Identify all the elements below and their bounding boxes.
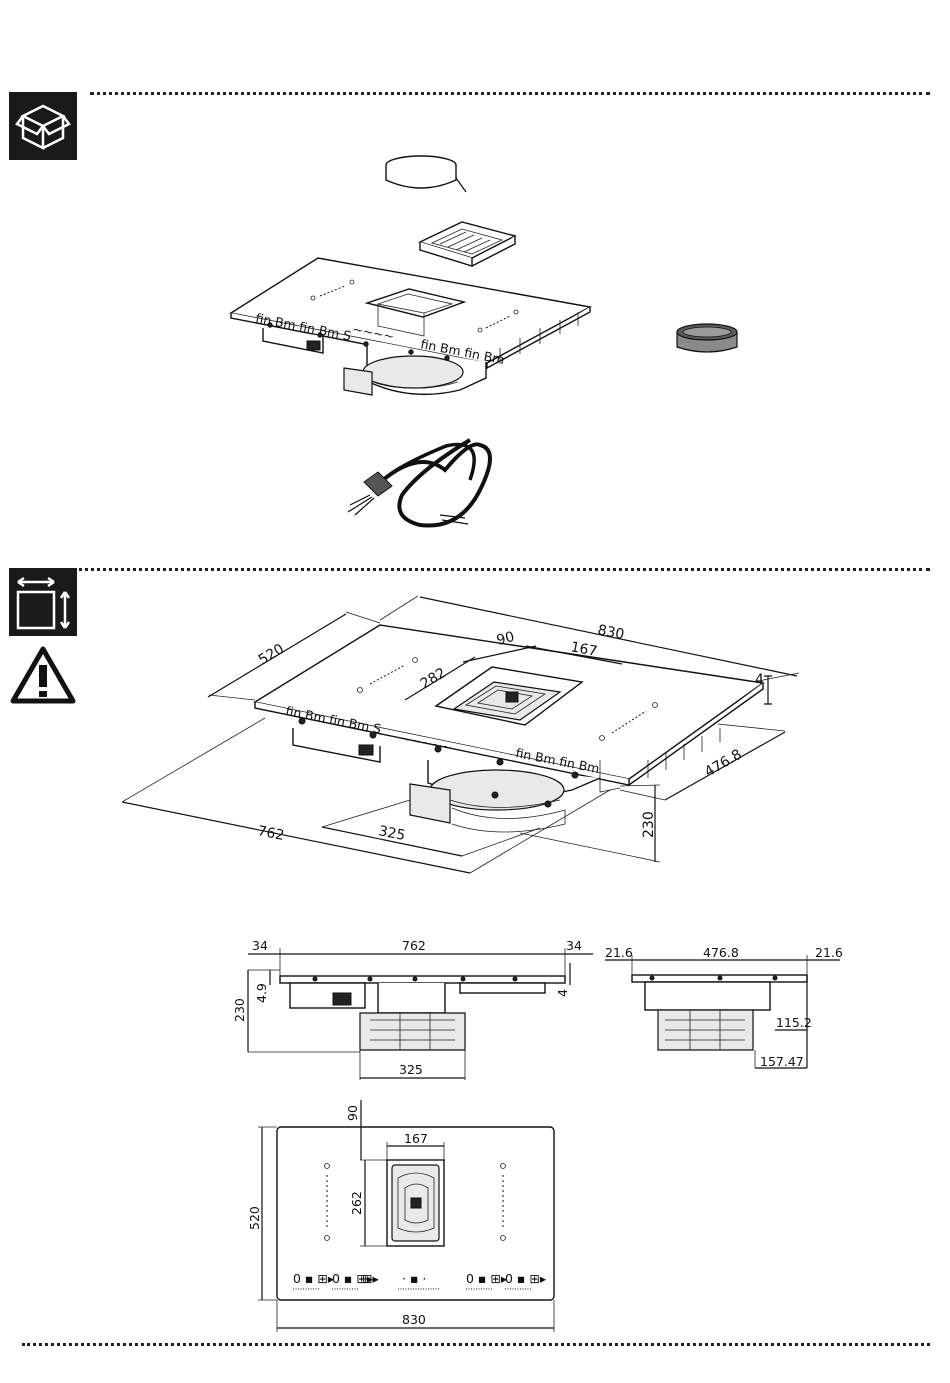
svg-text:0 ▪ ⊞▸: 0 ▪ ⊞▸ xyxy=(293,1271,335,1286)
front-dim-325: 325 xyxy=(399,1062,423,1077)
front-dim-4: 4 xyxy=(555,989,570,997)
front-dim-230: 230 xyxy=(232,998,247,1022)
top-dim-167: 167 xyxy=(404,1131,428,1146)
isometric-view: fin Bm fin Bm S ~~~~~ fin Bm fin Bm xyxy=(122,596,799,873)
iso-dim-830: 830 xyxy=(596,622,625,643)
svg-text:· ▪ ·: · ▪ · xyxy=(402,1271,426,1286)
side-dim-476-8: 476.8 xyxy=(703,945,739,960)
top-dim-830: 830 xyxy=(402,1312,426,1327)
iso-dim-4: 4 xyxy=(755,672,764,688)
svg-text:0 ▪ ⊞▸: 0 ▪ ⊞▸ xyxy=(505,1271,547,1286)
top-dim-90: 90 xyxy=(345,1105,360,1121)
front-dim-762: 762 xyxy=(402,938,426,953)
front-view xyxy=(248,948,593,1080)
top-dim-520: 520 xyxy=(247,1206,262,1230)
top-dim-262: 262 xyxy=(349,1191,364,1215)
iso-dim-325: 325 xyxy=(377,823,406,844)
charcoal-filter xyxy=(677,324,737,352)
recirculation-grille xyxy=(420,222,515,266)
side-dim-21-6-right: 21.6 xyxy=(815,945,843,960)
iso-dim-230: 230 xyxy=(641,811,657,838)
power-cable xyxy=(348,440,490,526)
front-dim-4-9: 4.9 xyxy=(254,983,269,1003)
iso-dim-762: 762 xyxy=(256,823,285,844)
front-dim-34-left: 34 xyxy=(252,938,268,953)
side-dim-115-2: 115.2 xyxy=(776,1015,812,1030)
svg-text:⊞▸: ⊞▸ xyxy=(362,1271,379,1286)
svg-text:0 ▪ ⊞▸: 0 ▪ ⊞▸ xyxy=(466,1271,508,1286)
iso-dim-520: 520 xyxy=(256,641,287,668)
cooktop-with-extractor: fin Bm fin Bm S ~~~~ fin Bm fin Bm xyxy=(231,258,590,395)
iso-dim-476-8: 476.8 xyxy=(702,747,745,781)
side-dim-157-47: 157.47 xyxy=(760,1054,804,1069)
side-dim-21-6-left: 21.6 xyxy=(605,945,633,960)
side-view xyxy=(605,955,840,1068)
seal-tape-ring xyxy=(386,156,466,192)
front-dim-34-right: 34 xyxy=(566,938,582,953)
